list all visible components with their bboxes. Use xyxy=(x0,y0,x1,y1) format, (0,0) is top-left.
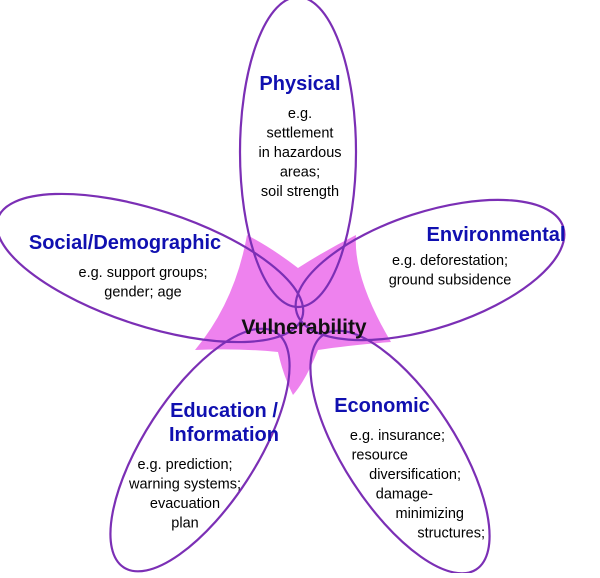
petal-outline-social xyxy=(0,192,305,344)
center-overlap-fill xyxy=(195,235,391,395)
economic-body-line: resource xyxy=(352,448,408,464)
education-body-line: plan xyxy=(171,516,198,532)
economic-title-line: Economic xyxy=(334,395,430,417)
petal-label-economic: Economic e.g. insurance; resource diversifi… xyxy=(334,395,485,542)
social-body-line: e.g. support groups; xyxy=(79,265,208,281)
petal-outline-physical xyxy=(238,0,358,309)
social-title-line: Social/Demographic xyxy=(29,232,221,254)
center-label: Vulnerability xyxy=(241,316,367,339)
petal-outlines xyxy=(0,0,566,575)
physical-body-line: in hazardous xyxy=(258,145,341,161)
environmental-title-line: Environmental xyxy=(427,224,566,246)
education-body-line: evacuation xyxy=(150,496,220,512)
vulnerability-center-region xyxy=(195,235,391,395)
physical-body-line: soil strength xyxy=(261,184,339,200)
education-body-line: e.g. prediction; xyxy=(137,457,232,473)
social-body-line: gender; age xyxy=(104,285,181,301)
economic-body-line: e.g. insurance; xyxy=(350,428,445,444)
economic-body-line: minimizing xyxy=(396,506,465,522)
economic-body-line: diversification; xyxy=(369,467,461,483)
economic-body-line: structures; xyxy=(417,526,485,542)
petal-outline-economic xyxy=(309,329,491,575)
petal-label-social: Social/Demographic e.g. support groups; ge… xyxy=(29,232,221,301)
petal-fill-physical xyxy=(240,0,356,307)
environmental-body-line: ground subsidence xyxy=(389,273,512,289)
petal-labels: Physical e.g. settlement in hazardous areas;… xyxy=(29,73,566,542)
physical-body-line: e.g. xyxy=(288,106,312,122)
petal-fill-economic xyxy=(310,330,490,574)
petal-fill-education xyxy=(110,328,290,572)
environmental-body-line: e.g. deforestation; xyxy=(392,253,508,269)
petal-label-environmental: Environmental e.g. deforestation; ground s… xyxy=(389,224,566,289)
education-body-line: warning systems; xyxy=(128,477,241,493)
petal-outline-education xyxy=(109,327,291,573)
physical-body-line: areas; xyxy=(280,165,320,181)
physical-body-line: settlement xyxy=(267,126,334,142)
petal-outline-environmental xyxy=(294,198,566,342)
petal-label-physical: Physical e.g. settlement in hazardous areas;… xyxy=(258,73,341,200)
education-title-line: Information xyxy=(169,424,279,446)
education-title-line: Education / xyxy=(170,400,278,422)
petal-label-education: Education /Information e.g. prediction; wa… xyxy=(128,400,279,532)
economic-body-line: damage- xyxy=(376,487,433,503)
physical-title-line: Physical xyxy=(259,73,340,95)
